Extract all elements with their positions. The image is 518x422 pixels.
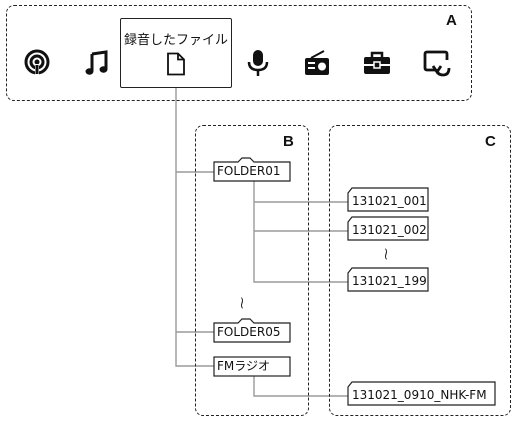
region-c-letter: C [485, 133, 496, 150]
region-b [195, 125, 309, 416]
region-a-letter: A [446, 12, 457, 29]
region-c [329, 125, 511, 416]
file-gap-ellipsis: ⁓ [379, 248, 393, 260]
podcast-icon[interactable] [22, 48, 52, 78]
folder-01[interactable]: FOLDER01 [217, 164, 281, 178]
region-b-letter: B [283, 133, 294, 150]
file-fm-recording[interactable]: 131021_0910_NHK-FM [352, 388, 487, 402]
folder-05[interactable]: FOLDER05 [217, 325, 281, 339]
selected-menu-label: 録音したファイル [123, 33, 228, 48]
region-a [6, 5, 472, 101]
file-199[interactable]: 131021_199 [352, 274, 427, 288]
folder-fm-radio[interactable]: FMラジオ [217, 359, 271, 373]
music-note-icon[interactable] [82, 48, 112, 78]
document-icon [167, 52, 185, 76]
radio-icon[interactable] [302, 48, 332, 78]
file-001[interactable]: 131021_001 [352, 194, 427, 208]
file-002[interactable]: 131021_002 [352, 223, 427, 237]
microphone-icon[interactable] [243, 48, 273, 78]
toolbox-icon[interactable] [362, 48, 392, 78]
folder-gap-ellipsis: ⁓ [235, 297, 249, 309]
selected-menu-item[interactable]: 録音したファイル [120, 18, 232, 88]
return-icon[interactable] [422, 48, 452, 78]
